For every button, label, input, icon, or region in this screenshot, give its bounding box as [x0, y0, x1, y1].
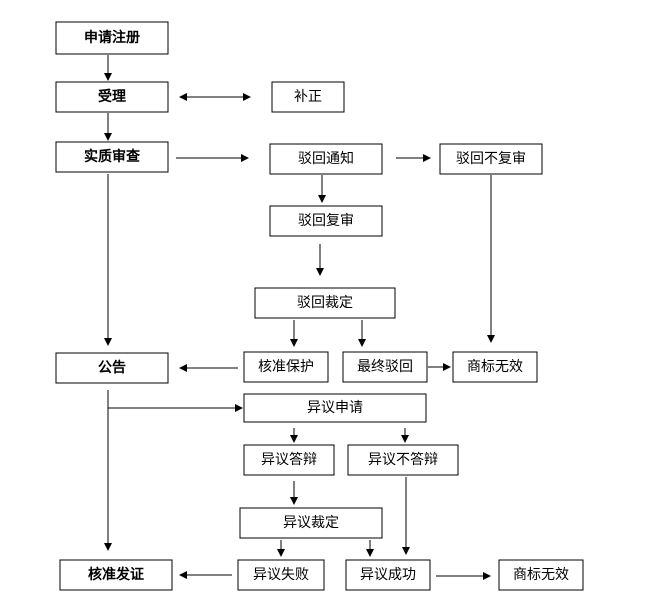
node-reject-ruling: 驳回裁定 [254, 287, 396, 319]
node-reject-reexam: 驳回复审 [269, 205, 383, 237]
node-no-reexam-label: 驳回不复审 [456, 150, 526, 167]
node-obj-reply: 异议答辩 [243, 444, 335, 476]
node-announce: 公告 [55, 352, 169, 384]
node-announce-label: 公告 [98, 359, 126, 376]
node-approve-protect: 核准保护 [243, 351, 329, 383]
node-accept: 受理 [55, 81, 169, 113]
node-supplement: 补正 [271, 81, 345, 113]
node-obj-ruling: 异议裁定 [239, 507, 383, 539]
node-reject-reexam-label: 驳回复审 [298, 212, 354, 229]
node-certify-label: 核准发证 [88, 566, 144, 583]
node-obj-success: 异议成功 [345, 559, 431, 591]
node-obj-noreply-label: 异议不答辩 [368, 451, 438, 468]
node-objection-label: 异议申请 [307, 400, 363, 416]
node-substantive: 实质审查 [55, 141, 169, 173]
node-apply-label: 申请注册 [84, 29, 140, 46]
node-supplement-label: 补正 [294, 89, 322, 105]
node-apply: 申请注册 [55, 21, 169, 55]
node-accept-label: 受理 [98, 88, 126, 105]
node-final-reject: 最终驳回 [342, 351, 428, 383]
node-invalid-1-label: 商标无效 [467, 359, 523, 375]
edges [104, 55, 495, 580]
node-reject-ruling-label: 驳回裁定 [297, 295, 353, 311]
node-obj-fail: 异议失败 [237, 559, 325, 591]
node-final-reject-label: 最终驳回 [357, 359, 413, 375]
node-certify: 核准发证 [59, 559, 173, 591]
node-obj-noreply: 异议不答辩 [347, 444, 459, 476]
node-reject-notice: 驳回通知 [269, 143, 383, 175]
node-no-reexam: 驳回不复审 [439, 143, 543, 175]
node-obj-success-label: 异议成功 [360, 567, 416, 583]
node-invalid-2-label: 商标无效 [513, 567, 569, 583]
node-invalid-1: 商标无效 [452, 351, 538, 383]
node-reject-notice-label: 驳回通知 [298, 150, 354, 167]
node-objection: 异议申请 [243, 393, 427, 423]
node-obj-ruling-label: 异议裁定 [283, 515, 339, 531]
node-obj-fail-label: 异议失败 [253, 567, 309, 583]
node-obj-reply-label: 异议答辩 [261, 451, 317, 468]
node-approve-protect-label: 核准保护 [258, 359, 314, 375]
node-invalid-2: 商标无效 [498, 559, 584, 591]
node-substantive-label: 实质审查 [84, 148, 141, 165]
